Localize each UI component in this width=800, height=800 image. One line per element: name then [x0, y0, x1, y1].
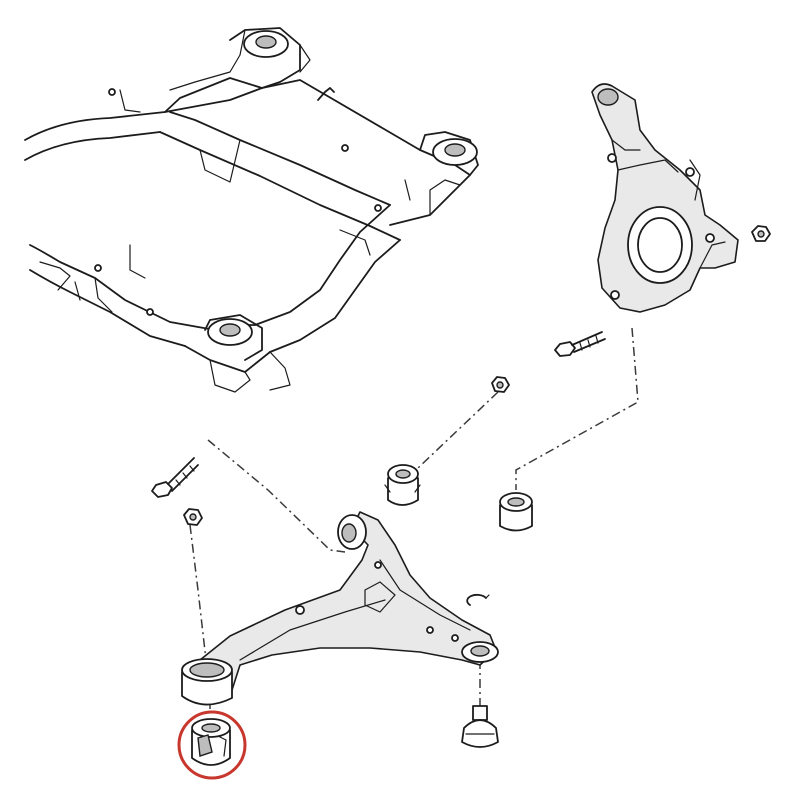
knuckle-bushing — [499, 492, 533, 532]
front-subframe — [24, 27, 479, 393]
lower-control-arm — [199, 511, 497, 691]
knuckle-pinch-bolt — [554, 331, 606, 357]
subframe-holes — [94, 88, 382, 316]
steering-knuckle — [591, 83, 739, 313]
ball-joint — [461, 705, 499, 748]
highlight-circle — [177, 710, 247, 780]
front-pivot-nut — [183, 508, 203, 526]
rear-bushing — [191, 718, 231, 766]
knuckle-nut — [751, 225, 771, 242]
subframe-mount-rear-right — [432, 138, 478, 166]
rear-bushing-upper — [384, 464, 421, 506]
subframe-mount-front-left — [207, 318, 253, 346]
snap-ring — [466, 593, 490, 606]
assembly-guide-lines — [189, 327, 639, 712]
front-pivot-bolt — [151, 457, 199, 498]
subframe-mount-rear-left — [243, 30, 289, 58]
arm-rear-bushing-housing — [181, 658, 233, 706]
arm-ball-joint-eye — [461, 641, 499, 663]
arm-front-pivot — [337, 514, 367, 550]
rear-bushing-nut — [491, 376, 510, 393]
